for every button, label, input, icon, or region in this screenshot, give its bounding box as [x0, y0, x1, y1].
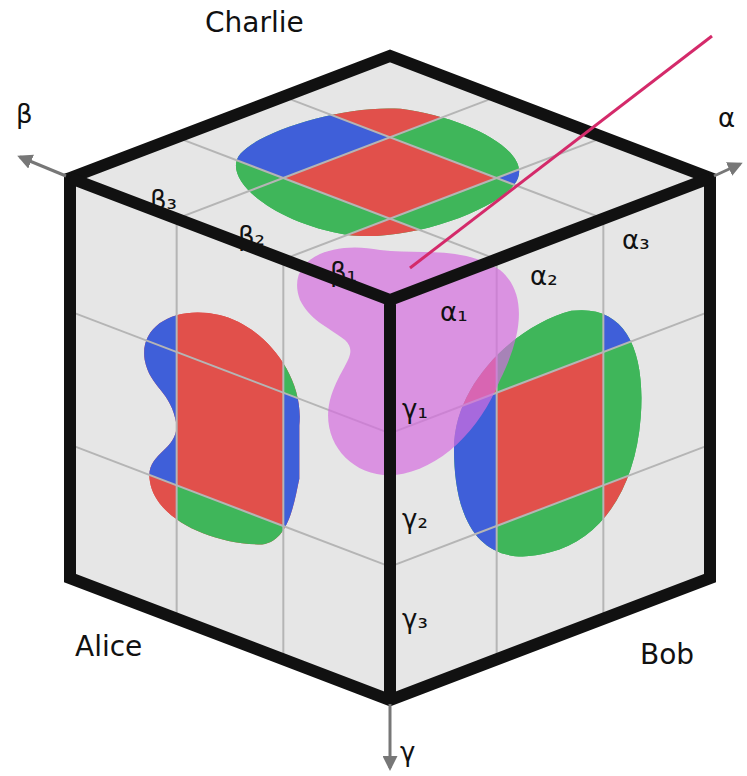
- grid-line: [70, 445, 390, 567]
- blob-cell: [177, 97, 390, 178]
- grid-line: [282, 259, 284, 659]
- grid-line: [176, 219, 178, 619]
- blob-cell: [177, 178, 390, 259]
- axis-tick-label: γ₂: [402, 505, 428, 534]
- axis-arrows: [20, 157, 740, 768]
- leader-line: [410, 36, 712, 268]
- cube-edges: [70, 56, 710, 700]
- party-name: Alice: [75, 632, 142, 663]
- grid-line: [602, 219, 604, 619]
- blob-cell: [283, 56, 496, 137]
- party-name: Charlie: [205, 8, 304, 39]
- axis-tick-label: β₃: [150, 186, 177, 215]
- blob-cell: [390, 97, 603, 178]
- axis-label: β: [16, 100, 33, 129]
- axis-tick-label: β₂: [238, 222, 265, 251]
- grid-line: [390, 445, 710, 567]
- axis-tick-label: γ₁: [402, 395, 428, 424]
- axis-tick-label: β₁: [330, 258, 357, 287]
- blob-cell: [390, 178, 603, 259]
- axis-tick-label: α₁: [440, 298, 468, 327]
- axis-label: γ: [400, 738, 415, 767]
- axis-tick-label: α₂: [530, 262, 558, 291]
- axis-label: α: [718, 104, 735, 133]
- blob-cell: [70, 137, 283, 218]
- party-name: Bob: [640, 640, 694, 671]
- axis-tick-label: γ₃: [402, 605, 428, 634]
- axis-tick-label: α₃: [622, 226, 650, 255]
- shared-blob: [297, 247, 519, 475]
